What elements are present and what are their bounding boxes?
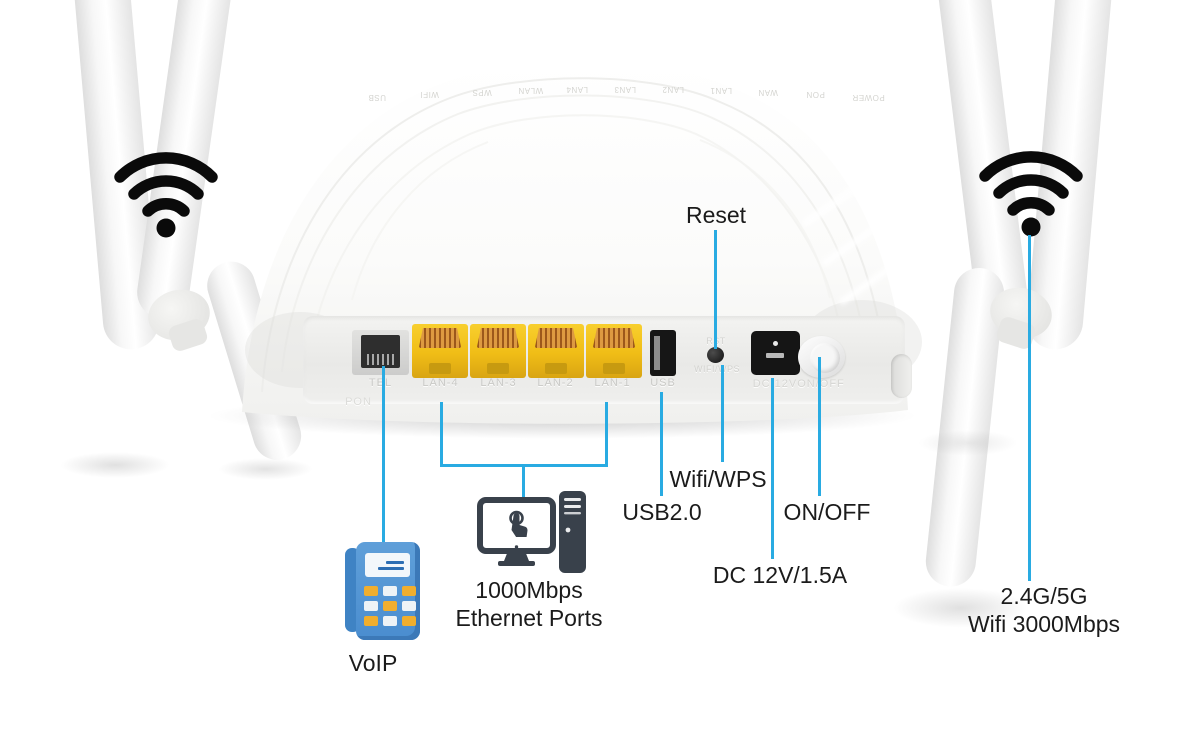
callout-label-voip: VoIP bbox=[348, 650, 398, 676]
phone-screen-line bbox=[378, 567, 404, 570]
lan-port-4 bbox=[412, 324, 468, 378]
lan4-label: LAN-4 bbox=[422, 377, 459, 389]
led-label-lan1: LAN1 bbox=[710, 86, 733, 95]
phone-key bbox=[383, 586, 397, 596]
dc-jack-pin bbox=[766, 353, 784, 358]
callout-label-wifi-wps: Wifi/WPS bbox=[669, 466, 767, 492]
usb-port-tongue bbox=[654, 336, 660, 370]
antenna-shadow-left-1 bbox=[60, 452, 170, 478]
callout-line-wifi-wps bbox=[721, 365, 724, 462]
lan3-label: LAN-3 bbox=[480, 377, 517, 389]
phone-keypad bbox=[364, 586, 416, 626]
wifi-label-line1: 2.4G/5G bbox=[1000, 583, 1088, 609]
computer-icon bbox=[477, 491, 586, 573]
callout-line-lan1 bbox=[605, 402, 608, 466]
pon-label: PON bbox=[345, 396, 372, 408]
lan1-label: LAN-1 bbox=[594, 377, 631, 389]
callout-line-dc bbox=[771, 378, 774, 559]
tel-port-pins bbox=[364, 354, 397, 365]
phone-key bbox=[402, 601, 416, 611]
phone-key bbox=[402, 616, 416, 626]
callout-line-onoff bbox=[818, 357, 821, 496]
power-button bbox=[798, 336, 845, 378]
phone-key bbox=[383, 601, 397, 611]
usb-port-label: USB bbox=[650, 377, 676, 389]
lan-port-3 bbox=[470, 324, 526, 378]
callout-line-wifi bbox=[1028, 235, 1031, 581]
led-label-power: POWER bbox=[852, 93, 885, 102]
callout-label-dc: DC 12V/1.5A bbox=[712, 562, 848, 588]
tel-port bbox=[352, 330, 409, 375]
usb-port bbox=[650, 330, 676, 376]
lan-port-2 bbox=[528, 324, 584, 378]
wifi-signal-icon-right bbox=[979, 151, 1083, 237]
led-label-wan: WAN bbox=[758, 88, 778, 97]
wifi-label-line2: Wifi 3000Mbps bbox=[967, 611, 1121, 638]
dc-power-jack bbox=[751, 331, 800, 375]
lan-port-block bbox=[412, 324, 642, 378]
wifi-wps-engraving: WIFI/WPS bbox=[694, 364, 740, 374]
voip-phone-icon bbox=[345, 540, 423, 644]
callout-label-reset: Reset bbox=[685, 202, 747, 228]
led-label-usb: USB bbox=[368, 93, 386, 102]
antenna-shadow-right-1 bbox=[893, 588, 1028, 628]
phone-key bbox=[364, 601, 378, 611]
dc-jack-glint bbox=[773, 341, 778, 346]
panel-side-slot bbox=[891, 354, 912, 398]
wifi-signal-icon-left bbox=[114, 152, 218, 238]
phone-body bbox=[356, 542, 420, 640]
lan2-label: LAN-2 bbox=[537, 377, 574, 389]
ethernet-label-line2: Ethernet Ports bbox=[455, 605, 603, 632]
lan-port-1 bbox=[586, 324, 642, 378]
antenna-shadow-right-2 bbox=[918, 430, 1018, 456]
phone-key bbox=[364, 616, 378, 626]
ethernet-label-line1: 1000Mbps bbox=[475, 577, 583, 603]
led-label-pon: PON bbox=[806, 90, 825, 99]
phone-key bbox=[364, 586, 378, 596]
callout-label-ethernet: 1000Mbps Ethernet Ports bbox=[455, 576, 602, 632]
phone-screen-line bbox=[386, 561, 404, 564]
phone-key bbox=[402, 586, 416, 596]
phone-key bbox=[383, 616, 397, 626]
callout-label-wifi: 2.4G/5G Wifi 3000Mbps bbox=[968, 582, 1120, 638]
led-label-wps: WPS bbox=[472, 88, 492, 97]
led-label-lan4: LAN4 bbox=[566, 85, 589, 94]
callout-label-usb: USB2.0 bbox=[622, 499, 702, 525]
onoff-engraving: ON/OFF bbox=[797, 378, 845, 390]
power-button-face bbox=[810, 343, 840, 373]
led-label-lan3: LAN3 bbox=[614, 85, 637, 94]
led-label-lan2: LAN2 bbox=[662, 85, 685, 94]
callout-line-reset bbox=[714, 230, 717, 349]
callout-line-usb bbox=[660, 392, 663, 496]
callout-label-onoff: ON/OFF bbox=[783, 499, 871, 525]
reset-button bbox=[707, 347, 724, 363]
callout-line-tel bbox=[382, 366, 385, 544]
dc-engraving: DC 12V bbox=[752, 378, 798, 390]
led-label-wlan: WLAN bbox=[518, 86, 544, 95]
tel-port-label: TEL bbox=[368, 377, 393, 389]
led-label-wifi: WIFI bbox=[420, 90, 439, 99]
antenna-shadow-left-2 bbox=[218, 458, 313, 480]
callout-line-lan-bracket bbox=[440, 464, 608, 467]
callout-line-lan4 bbox=[440, 402, 443, 466]
callout-line-ethernet-stem bbox=[522, 466, 525, 512]
phone-screen bbox=[365, 553, 410, 577]
